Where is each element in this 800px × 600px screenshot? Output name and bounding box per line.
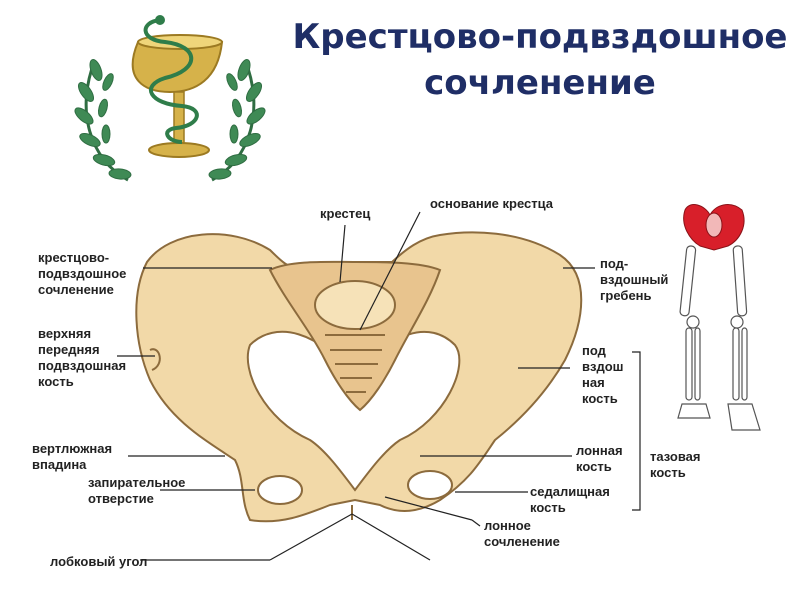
label-iliac-crest: под- вздошный гребень <box>600 256 672 303</box>
label-acetabulum: вертлюжная впадина <box>32 441 116 472</box>
obturator-foramen-left <box>258 476 302 504</box>
label-asis: верхняя передняя подвздошная кость <box>38 326 130 389</box>
label-ischium: седалищная кость <box>530 484 613 515</box>
label-sacrum: крестец <box>320 206 370 221</box>
medical-logo-icon <box>72 15 267 180</box>
label-pubic-angle: лобковый угол <box>50 554 147 569</box>
label-symphysis: лонное сочленение <box>484 518 560 549</box>
sacrum-base <box>315 281 395 329</box>
obturator-foramen-right <box>408 471 452 499</box>
pelvis-illustration <box>136 232 581 521</box>
skeleton-icon <box>678 205 760 430</box>
label-sacrum-base: основание крестца <box>430 196 554 211</box>
label-si-joint: крестцово- подвздошное сочленение <box>38 250 130 297</box>
label-pubis: лонная кость <box>576 443 626 474</box>
label-ilium: под вздош ная кость <box>582 343 627 406</box>
label-pelvic-bone: тазовая кость <box>650 449 704 480</box>
